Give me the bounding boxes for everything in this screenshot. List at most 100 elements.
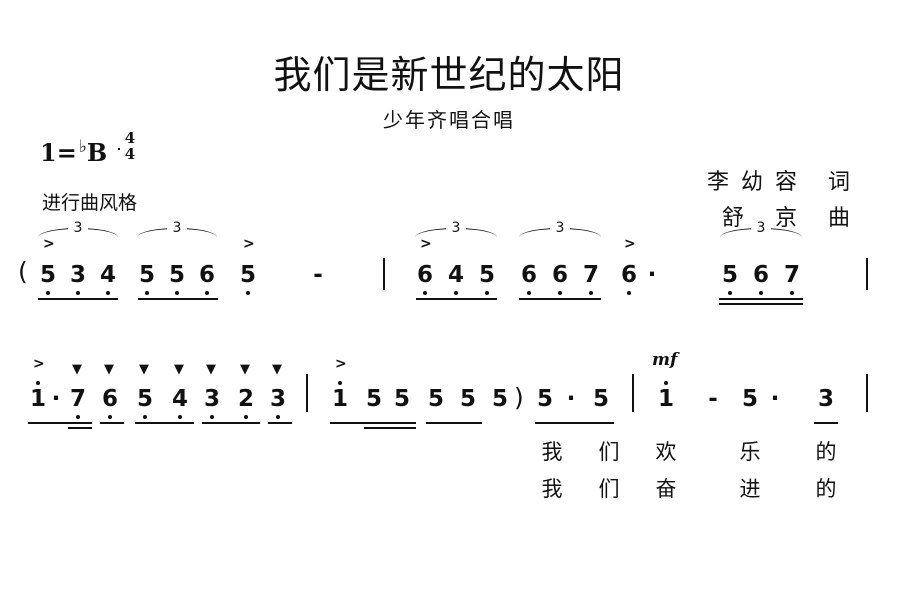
note-r1-13: 7 (582, 262, 599, 288)
barline (383, 258, 385, 290)
underline (719, 303, 803, 305)
underline (519, 298, 601, 300)
note-r2-16: 1 (657, 386, 674, 412)
note-r1-10: 5 (478, 262, 495, 288)
low-dot (76, 415, 80, 419)
note-r1-17: 7 (783, 262, 800, 288)
accent-mark: > (33, 356, 45, 372)
low-dot (627, 291, 631, 295)
barline (866, 374, 868, 412)
low-dot (276, 415, 280, 419)
note-r1-8: 6 (416, 262, 433, 288)
low-dot (728, 291, 732, 295)
staccato-mark: ▼ (206, 362, 216, 377)
low-dot (759, 291, 763, 295)
underline (100, 422, 124, 424)
song-subtitle: 少年齐唱合唱 (383, 108, 515, 132)
triplet-number: 3 (68, 220, 88, 236)
low-dot (145, 291, 149, 295)
low-dot (175, 291, 179, 295)
tempo-marking: 进行曲风格 (42, 192, 138, 214)
staccato-mark: ▼ (174, 362, 184, 377)
meter-top: 4 (124, 129, 136, 147)
high-dot (338, 381, 342, 385)
lyric-line2-0: 我 (541, 477, 563, 501)
triplet-number: 3 (446, 220, 466, 236)
key-signature: 1=♭B (40, 137, 108, 167)
low-dot (210, 415, 214, 419)
low-dot (558, 291, 562, 295)
note-r1-15: 5 (721, 262, 738, 288)
staccato-mark: ▼ (72, 362, 82, 377)
underline (364, 427, 416, 429)
underline (814, 422, 838, 424)
triplet-number: 3 (167, 220, 187, 236)
high-dot (36, 381, 40, 385)
lyric-line2-3: 进 (739, 477, 761, 501)
accent-mark: > (335, 356, 347, 372)
low-dot (143, 415, 147, 419)
underline (202, 422, 260, 424)
note-r2-17: - (708, 386, 718, 412)
low-dot (454, 291, 458, 295)
low-dot (106, 291, 110, 295)
low-dot (589, 291, 593, 295)
accent-mark: > (243, 236, 255, 252)
accent-mark: > (43, 236, 55, 252)
lyric-line2-1: 们 (598, 477, 620, 501)
note-r1-3: 5 (138, 262, 155, 288)
accent-mark: > (420, 236, 432, 252)
staccato-mark: ▼ (139, 362, 149, 377)
note-r2-8: 1 (331, 386, 348, 412)
note-r2-6: 2 (237, 386, 254, 412)
underline (68, 427, 92, 429)
staccato-mark: ▼ (240, 362, 250, 377)
note-r1-1: 3 (69, 262, 86, 288)
low-dot (76, 291, 80, 295)
note-r1-0: 5 (39, 262, 56, 288)
triplet-number: 3 (751, 220, 771, 236)
lyric-line1-4: 的 (815, 440, 837, 464)
note-r2-1: 7 (69, 386, 86, 412)
note-r2-3: 5 (136, 386, 153, 412)
note-r2-0: 1 (29, 386, 46, 412)
high-dot (664, 381, 668, 385)
note-r2-19: 3 (817, 386, 834, 412)
note-r2-11: 5 (427, 386, 444, 412)
aug-dot: · (51, 386, 61, 412)
lyricist-credit: 李幼容 词 (707, 170, 862, 195)
low-dot (178, 415, 182, 419)
low-dot (423, 291, 427, 295)
lyric-line2-4: 的 (815, 477, 837, 501)
flat-sign: ♭ (78, 137, 87, 157)
underline (268, 422, 292, 424)
low-dot (205, 291, 209, 295)
aug-dot: · (566, 386, 576, 412)
lyric-line2-2: 奋 (655, 477, 677, 501)
aug-dot: · (770, 386, 780, 412)
composer-credit: 舒 京 曲 (722, 206, 862, 231)
meter-bottom: 4 (124, 145, 136, 163)
open-paren: ( (18, 257, 28, 286)
underline (426, 422, 482, 424)
key-note: B (86, 138, 108, 167)
low-dot (46, 291, 50, 295)
low-dot (108, 415, 112, 419)
low-dot (790, 291, 794, 295)
low-dot (527, 291, 531, 295)
aug-dot: · (647, 262, 657, 288)
note-r2-10: 5 (393, 386, 410, 412)
underline (719, 298, 803, 300)
accent-mark: > (624, 236, 636, 252)
note-r1-12: 6 (551, 262, 568, 288)
key-prefix: 1= (40, 138, 77, 167)
note-r2-14: 5 (536, 386, 553, 412)
underline (416, 298, 497, 300)
time-signature: 4 4 (118, 130, 142, 162)
note-r2-4: 4 (171, 386, 188, 412)
note-r1-11: 6 (520, 262, 537, 288)
note-r2-7: 3 (269, 386, 286, 412)
lyric-line1-3: 乐 (739, 440, 761, 464)
note-r1-9: 4 (447, 262, 464, 288)
note-r2-2: 6 (101, 386, 118, 412)
